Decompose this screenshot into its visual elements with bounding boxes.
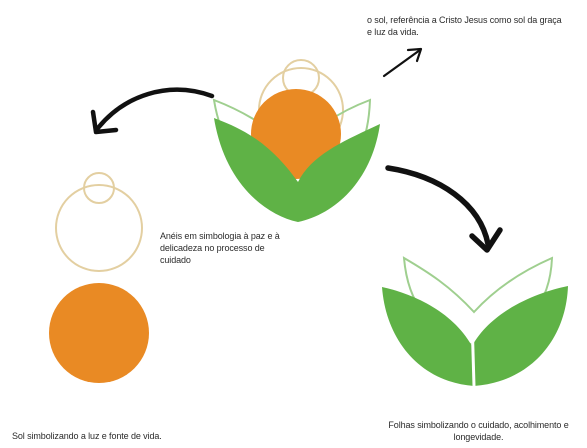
arrow-to-leaves-head xyxy=(469,227,503,253)
sun-reference-annotation: o sol, referência a Cristo Jesus como so… xyxy=(367,15,562,37)
leaves-fill xyxy=(382,286,568,386)
ring-large xyxy=(55,184,143,272)
central-logo xyxy=(212,59,380,222)
arrow-to-leaves xyxy=(385,165,491,247)
rings-element xyxy=(55,172,143,272)
logo-leaves xyxy=(214,118,380,222)
leaves-element xyxy=(382,256,568,387)
arrow-to-rings xyxy=(95,87,215,131)
sun-element xyxy=(49,283,149,383)
arrow-to-rings-head xyxy=(90,109,119,135)
arrow-to-sun-text-head xyxy=(406,47,423,63)
leaves-center-vein xyxy=(470,317,476,387)
leaves-annotation: Folhas simbolizando o cuidado, acolhimen… xyxy=(388,420,569,442)
rings-annotation: Anéis em simbologia à paz e à delicadeza… xyxy=(160,231,280,265)
arrow-to-sun-text xyxy=(382,48,422,78)
arrows xyxy=(90,47,503,253)
ring-small xyxy=(83,172,115,204)
sun-annotation: Sol simbolizando a luz e fonte de vida. xyxy=(12,431,162,441)
